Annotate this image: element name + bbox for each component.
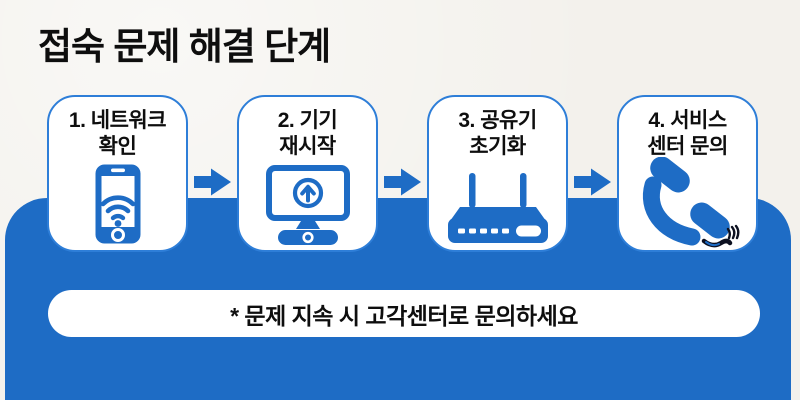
step-label: 3. 공유기 초기화 bbox=[429, 108, 566, 159]
step-label-line2: 초기화 bbox=[469, 134, 526, 158]
step-label-line2: 확인 bbox=[98, 134, 137, 158]
step-label-line1: 3. 공유기 bbox=[458, 109, 537, 132]
phone-handset-icon bbox=[642, 157, 739, 248]
step-label-line1: 4. 서비스 bbox=[648, 109, 727, 132]
step-label-line2: 센터 문의 bbox=[647, 134, 728, 158]
step-label: 1. 네트워크 확인 bbox=[49, 108, 186, 159]
step-label-line1: 2. 기기 bbox=[277, 109, 338, 132]
footer-note-pill: * 문제 지속 시 고각센터로 문의하세요 bbox=[48, 290, 760, 337]
arrow-right-icon bbox=[574, 168, 611, 196]
step-card-network-check: 1. 네트워크 확인 bbox=[47, 95, 188, 252]
step-card-router-reset: 3. 공유기 초기화 bbox=[427, 95, 568, 252]
step-label: 2. 기기 재시작 bbox=[239, 108, 376, 159]
monitor-restart-icon bbox=[265, 165, 350, 245]
step-label: 4. 서비스 센터 문의 bbox=[619, 108, 756, 159]
step-card-device-restart: 2. 기기 재시작 bbox=[237, 95, 378, 252]
footer-note-text: * 문제 지속 시 고각센터로 문의하세요 bbox=[230, 302, 578, 329]
step-label-line1: 1. 네트워크 bbox=[68, 109, 167, 132]
arrow-right-icon bbox=[194, 168, 231, 196]
step-label-line2: 재시작 bbox=[279, 134, 336, 158]
smartphone-wifi-icon bbox=[95, 164, 140, 244]
arrow-right-icon bbox=[384, 168, 421, 196]
page-title: 접숙 문제 해결 단계 bbox=[38, 26, 331, 67]
step-card-service-center: 4. 서비스 센터 문의 bbox=[617, 95, 758, 252]
router-icon bbox=[447, 173, 548, 243]
